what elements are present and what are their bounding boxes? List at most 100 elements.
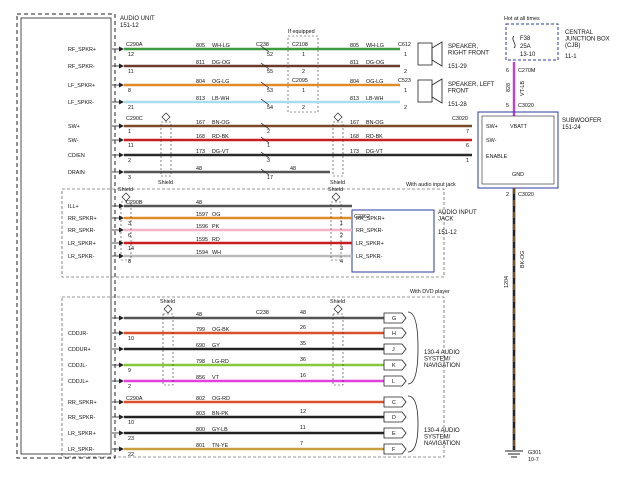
jack-section bbox=[61, 188, 445, 278]
nav-brace-upper bbox=[407, 311, 419, 385]
w828-label: 828 bbox=[506, 83, 512, 92]
circuit-number: 1597 bbox=[196, 212, 208, 218]
c3020-top-pin: 5 bbox=[506, 103, 509, 109]
speaker-rf-conn: C612 bbox=[398, 42, 411, 48]
jack-pin-number: 4 bbox=[340, 259, 343, 265]
arrow-head bbox=[119, 99, 124, 105]
arrow-head bbox=[119, 362, 124, 368]
circuit-number: 1595 bbox=[196, 237, 208, 243]
audio-unit-inner bbox=[20, 17, 112, 455]
fuse-icon bbox=[512, 35, 516, 49]
c238-pin: 12 bbox=[300, 409, 306, 415]
pin-label-5-3: LR_SPKR- bbox=[68, 447, 95, 453]
wire-color-far: DG-VT bbox=[366, 149, 383, 155]
terminal-tag bbox=[383, 443, 407, 455]
terminal-letter: J bbox=[392, 347, 395, 353]
circuit-number: 690 bbox=[196, 343, 205, 349]
c238-pin: 53 bbox=[267, 88, 273, 94]
cjb-box bbox=[505, 23, 559, 61]
pin-label-5-2: LR_SPKR+ bbox=[68, 431, 96, 437]
speaker-lf-icon bbox=[431, 78, 443, 104]
c238-pin: 54 bbox=[267, 105, 273, 111]
jack-pin-number: 2 bbox=[340, 233, 343, 239]
terminal-letter: L bbox=[392, 379, 395, 385]
wire-color: PK bbox=[212, 224, 220, 230]
jack-ref: 151-12 bbox=[438, 230, 457, 236]
speaker-pin: 1 bbox=[404, 52, 407, 58]
shield-label: Shield bbox=[330, 180, 345, 186]
bk-og-label: BK-OG bbox=[520, 251, 526, 268]
circuit-number: 802 bbox=[196, 396, 205, 402]
circuit-number-far: 173 bbox=[350, 149, 359, 155]
wire-color: DG-OG bbox=[212, 60, 230, 66]
c238-pin: 2 bbox=[267, 129, 270, 135]
pin-label-3-0: ILL+ bbox=[68, 204, 79, 210]
pin-label-3-3: LR_SPKR+ bbox=[68, 241, 96, 247]
terminal-tag bbox=[383, 327, 407, 339]
jack-note: With audio input jack bbox=[406, 182, 456, 188]
pin-number: 2 bbox=[128, 158, 131, 164]
c290b-label: C290B bbox=[126, 200, 143, 206]
c238-pin: 11 bbox=[300, 425, 306, 431]
c2108-pin: 2 bbox=[302, 105, 305, 111]
terminal-tag bbox=[383, 427, 407, 439]
dvd-section bbox=[61, 296, 445, 458]
wire-color: BN-OG bbox=[212, 120, 230, 126]
sw-pin-swplus: SW+ bbox=[486, 124, 498, 130]
vt-lb-label: VT-LB bbox=[520, 81, 526, 96]
wire-color: TN-YE bbox=[212, 443, 229, 449]
speaker-pin: 2 bbox=[404, 105, 407, 111]
equip-box bbox=[287, 35, 319, 113]
circuit-number: 799 bbox=[196, 327, 205, 333]
pin-number: 23 bbox=[128, 436, 134, 442]
wire-color-far: OG-LG bbox=[366, 79, 383, 85]
c238-pin: 35 bbox=[300, 341, 306, 347]
jack-conn: C2362 bbox=[354, 214, 370, 220]
circuit-number: 167 bbox=[196, 120, 205, 126]
shield-marker bbox=[332, 313, 344, 386]
speaker-lf-ref: 151-28 bbox=[448, 102, 467, 108]
pin-label-4-4: CDDJL+ bbox=[68, 379, 89, 385]
subwoofer-pin: 1 bbox=[466, 158, 469, 164]
connector-tick bbox=[260, 168, 270, 176]
pin-label-0-1: RF_SPKR- bbox=[68, 64, 95, 70]
arrow-head bbox=[119, 63, 124, 69]
terminal-tag bbox=[383, 396, 407, 408]
wire-color: OG-LG bbox=[212, 79, 229, 85]
arrow-head bbox=[119, 430, 124, 436]
arrow-head bbox=[119, 253, 124, 259]
wire-color: OG-RD bbox=[212, 396, 230, 402]
w1204-label: 1204 bbox=[504, 276, 510, 288]
pin-label-5-0: RR_SPKR+ bbox=[68, 400, 97, 406]
circuit-number: 48 bbox=[196, 200, 202, 206]
wire-color: OG bbox=[212, 212, 220, 218]
audio-unit-ref: 151-12 bbox=[120, 23, 139, 29]
wire-color-far: WH-LG bbox=[366, 43, 384, 49]
jack-pin-number: 3 bbox=[340, 246, 343, 252]
pin-label-1-0: LF_SPKR+ bbox=[68, 83, 95, 89]
c238-pin: 1 bbox=[267, 143, 270, 149]
speaker-pin: 1 bbox=[404, 88, 407, 94]
g301-ref: 10-7 bbox=[528, 457, 539, 463]
speaker-rf-icon bbox=[431, 41, 443, 67]
c2095-label: C2095 bbox=[292, 78, 308, 84]
pin-number: 9 bbox=[128, 368, 131, 374]
c238-pin: 36 bbox=[300, 357, 306, 363]
c2108-pin: 1 bbox=[302, 88, 305, 94]
wire-color: GY-LB bbox=[212, 427, 228, 433]
terminal-letter: D bbox=[392, 415, 396, 421]
terminal-letter: E bbox=[392, 431, 396, 437]
pin-number: 6 bbox=[128, 233, 131, 239]
c3020-bottom-label: C3020 bbox=[518, 192, 534, 198]
drain-circuit: 48 bbox=[290, 166, 296, 172]
pin-label-1-1: LF_SPKR- bbox=[68, 100, 94, 106]
c3020-bottom-pin: 2 bbox=[506, 192, 509, 198]
circuit-number: 168 bbox=[196, 134, 205, 140]
pin-label-2-3: DRAIN bbox=[68, 170, 85, 176]
shield-diamond bbox=[121, 192, 131, 202]
connector-tick bbox=[260, 122, 270, 130]
c238-pin: 7 bbox=[300, 441, 303, 447]
arrow-head bbox=[119, 330, 124, 336]
